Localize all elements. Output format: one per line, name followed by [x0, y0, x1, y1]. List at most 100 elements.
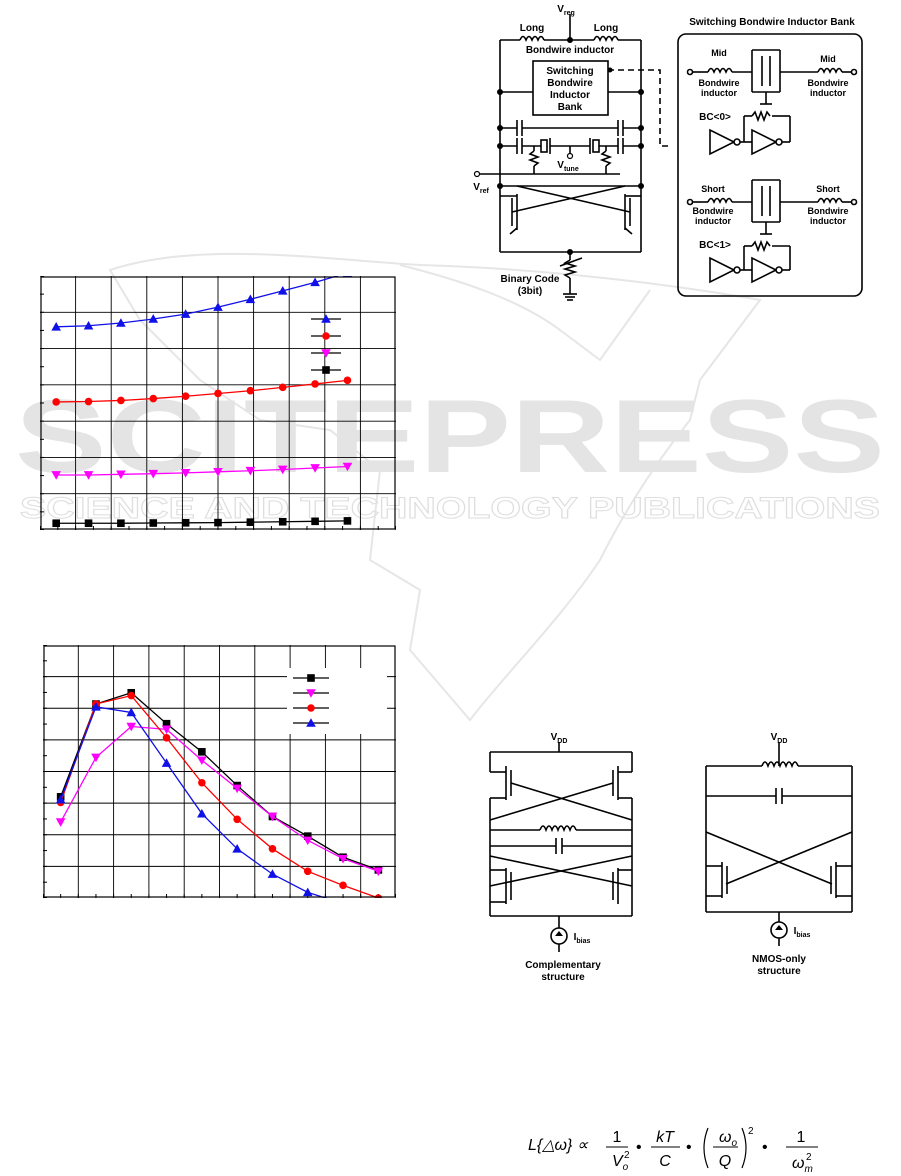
data-point-triangle-down — [213, 467, 223, 477]
vref-label: V — [473, 182, 480, 193]
formula-t1-den: V — [612, 1153, 624, 1170]
series-line-1 — [56, 379, 348, 403]
data-point-square — [303, 832, 312, 840]
data-point-triangle-down — [55, 818, 66, 827]
series-line-2 — [60, 694, 379, 898]
svg-text:VDD: VDD — [551, 732, 568, 745]
series-line-0 — [56, 276, 339, 328]
caption-left-line1: Complementary — [525, 960, 601, 971]
chart-legend — [311, 314, 341, 374]
inductor-bank-schematic: Switching Bondwire Inductor Bank — [677, 17, 863, 297]
chart-grid — [43, 645, 396, 898]
formula-dot1: • — [636, 1139, 642, 1156]
data-point-triangle-up — [306, 718, 316, 727]
ibias-left: I — [574, 932, 577, 943]
data-point-triangle-up — [197, 808, 207, 818]
data-point-triangle-up — [161, 758, 172, 767]
data-point-triangle-up — [213, 302, 223, 311]
data-point-circle — [198, 778, 206, 787]
data-point-triangle-up — [321, 314, 331, 323]
binary-bits-label: (3bit) — [518, 286, 542, 297]
data-point-square — [307, 674, 315, 682]
short-right-line3: inductor — [810, 216, 846, 226]
data-point-circle — [339, 881, 347, 890]
series-line-2 — [56, 465, 348, 476]
mid-right-line1: Mid — [820, 54, 836, 64]
data-point-triangle-down — [338, 854, 348, 864]
formula-lhs: L{△ω} ∝ — [528, 1137, 589, 1154]
data-point-circle — [149, 394, 158, 403]
bank-box-line2: Bondwire — [547, 78, 593, 89]
binary-code-label: Binary Code — [501, 274, 560, 285]
svg-text:ωm: ωm — [792, 1155, 813, 1175]
data-point-triangle-down — [232, 784, 242, 794]
formula-t3-den: Q — [719, 1153, 731, 1170]
data-point-square — [311, 517, 319, 526]
chart-series — [55, 688, 384, 898]
formula-t2-den: C — [659, 1153, 671, 1170]
data-point-square — [52, 519, 60, 528]
mid-left-line1: Mid — [711, 48, 727, 58]
bc1-label: BC<1> — [699, 240, 731, 251]
data-point-square — [278, 517, 287, 526]
data-point-circle — [278, 383, 287, 392]
mid-left-line3: inductor — [701, 88, 737, 98]
bc0-label: BC<0> — [699, 112, 731, 123]
ibias-right: I — [794, 926, 797, 937]
data-point-square — [84, 519, 93, 528]
oscillator-structures: VDD VDD Ibias Ibias Complementary struct… — [489, 732, 853, 983]
data-point-triangle-down — [342, 462, 353, 472]
svg-text:Ibias: Ibias — [574, 932, 591, 945]
data-point-square — [322, 366, 330, 374]
chart-phase-noise — [43, 645, 396, 898]
series-line-0 — [60, 692, 379, 871]
data-point-triangle-down — [91, 753, 101, 763]
long-left-label: Long — [520, 23, 544, 34]
formula-dot3: • — [762, 1139, 768, 1156]
bank-box-line1: Switching — [546, 66, 593, 77]
series-line-3 — [56, 520, 348, 524]
chart-series — [51, 276, 353, 528]
data-point-triangle-down — [373, 867, 384, 877]
vreg-label: V — [557, 4, 564, 15]
data-point-triangle-up — [83, 320, 94, 330]
bank-title: Switching Bondwire Inductor Bank — [689, 17, 855, 28]
data-point-square — [162, 719, 171, 728]
series-line-3 — [60, 706, 328, 898]
chart-grid — [40, 276, 396, 530]
data-point-triangle-up — [277, 286, 288, 295]
data-point-circle — [303, 867, 312, 876]
data-point-triangle-up — [91, 702, 101, 711]
formula-t2-num: kT — [656, 1129, 675, 1146]
chart-frequency-tuning — [40, 276, 396, 530]
data-point-triangle-down — [126, 722, 137, 732]
data-point-triangle-down — [83, 471, 94, 480]
formula-t4-den: ω — [792, 1155, 804, 1172]
data-point-circle — [162, 733, 171, 742]
data-point-square — [181, 519, 190, 527]
bondwire-inductor-label: Bondwire inductor — [526, 45, 614, 56]
data-point-square — [149, 519, 158, 527]
data-point-triangle-down — [267, 812, 278, 822]
data-point-square — [343, 517, 352, 525]
svg-text:Ibias: Ibias — [794, 926, 811, 939]
data-point-triangle-up — [245, 294, 256, 304]
mid-right-line2: Bondwire — [807, 78, 848, 88]
data-point-circle — [52, 398, 60, 406]
phase-noise-formula: L{△ω} ∝ 1 Vo 2 • kT C • ωo Q 2 • 1 ωm 2 — [528, 1126, 818, 1175]
data-point-triangle-down — [197, 756, 207, 766]
chart-legend — [287, 668, 387, 734]
data-point-circle — [322, 332, 330, 340]
data-point-square — [214, 518, 222, 527]
data-point-circle — [246, 386, 255, 395]
vtune-label: V — [557, 160, 564, 171]
data-point-circle — [307, 704, 315, 712]
data-point-triangle-down — [310, 464, 320, 473]
svg-text:Vref: Vref — [473, 182, 489, 195]
bank-box-line4: Bank — [558, 102, 583, 113]
data-point-circle — [343, 376, 352, 385]
data-point-circle — [233, 815, 241, 824]
svg-text:Vreg: Vreg — [557, 4, 575, 17]
chart-frame — [43, 645, 396, 898]
data-point-triangle-down — [321, 349, 331, 358]
